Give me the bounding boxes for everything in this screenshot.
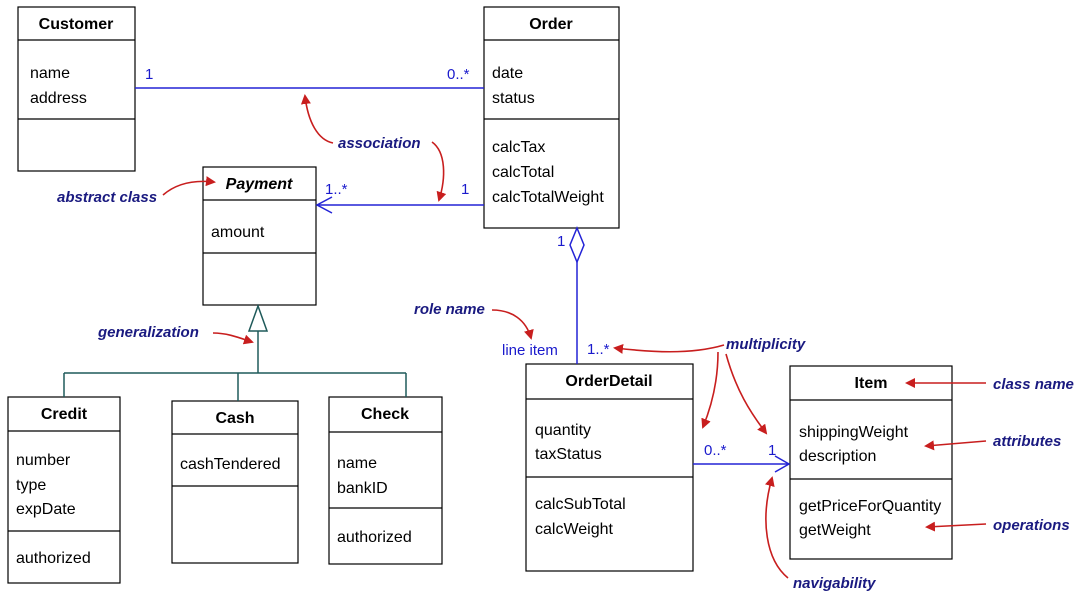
attribute-amount: amount — [211, 224, 265, 241]
arrow-navigability — [764, 476, 789, 579]
attribute-type: type — [16, 477, 46, 494]
role-name-line-item: line item — [502, 342, 558, 359]
attribute-description: description — [799, 448, 876, 465]
class-name-cash: Cash — [215, 410, 254, 427]
operation-getweight: getWeight — [799, 522, 871, 539]
attribute-status: status — [492, 90, 535, 107]
operation-calctotalweight: calcTotalWeight — [492, 189, 604, 206]
annotation-generalization: generalization — [97, 324, 199, 341]
attribute-quantity: quantity — [535, 422, 591, 439]
attribute-cashtendered: cashTendered — [180, 456, 281, 473]
attribute-bankid: bankID — [337, 480, 388, 497]
attribute-shippingweight: shippingWeight — [799, 424, 909, 441]
multiplicity-orderdetail: 1..* — [587, 341, 610, 358]
arrow-multiplicity-3 — [725, 353, 768, 435]
class-name-orderdetail: OrderDetail — [565, 373, 652, 390]
class-name-customer: Customer — [39, 16, 114, 33]
operation-calcsubtotal: calcSubTotal — [535, 496, 626, 513]
class-name-item: Item — [855, 375, 888, 392]
annotation-arrows — [162, 94, 987, 579]
operation-calctax: calcTax — [492, 139, 545, 156]
attribute-taxstatus: taxStatus — [535, 446, 602, 463]
multiplicity-payment: 1..* — [325, 181, 348, 198]
annotation-role-name: role name — [414, 301, 485, 318]
class-customer[interactable]: Customer name address — [17, 6, 136, 172]
attribute-number: number — [16, 452, 71, 469]
attribute-expdate: expDate — [16, 501, 76, 518]
multiplicity-order-from-customer: 0..* — [447, 66, 470, 83]
class-credit[interactable]: Credit number type expDate authorized — [7, 396, 121, 584]
attribute-name: name — [337, 455, 377, 472]
attribute-date: date — [492, 65, 523, 82]
arrow-multiplicity-2 — [701, 351, 719, 429]
class-name-order: Order — [529, 16, 573, 33]
operation-calctotal: calcTotal — [492, 164, 554, 181]
attribute-address: address — [30, 90, 87, 107]
class-orderdetail[interactable]: OrderDetail quantity taxStatus calcSubTo… — [525, 363, 694, 572]
association-order-payment[interactable] — [315, 196, 484, 214]
class-name-credit: Credit — [41, 406, 88, 423]
aggregation-order-orderdetail[interactable] — [569, 226, 585, 364]
operation-authorized: authorized — [16, 550, 91, 567]
class-item[interactable]: Item shippingWeight description getPrice… — [789, 365, 953, 560]
operation-getpriceforquantity: getPriceForQuantity — [799, 498, 941, 515]
arrow-operations — [925, 521, 987, 532]
arrow-role-name — [491, 309, 534, 340]
class-order[interactable]: Order date status calcTax calcTotal calc… — [483, 6, 620, 229]
annotation-abstract-class: abstract class — [57, 189, 157, 206]
class-check[interactable]: Check name bankID authorized — [328, 396, 443, 565]
arrow-attributes — [924, 440, 987, 451]
annotation-association: association — [338, 135, 421, 152]
class-name-payment: Payment — [226, 176, 293, 193]
multiplicity-order-aggregate: 1 — [557, 233, 565, 250]
generalization-payment[interactable] — [63, 303, 407, 401]
arrow-multiplicity-1 — [613, 343, 725, 354]
attribute-name: name — [30, 65, 70, 82]
multiplicity-order-to-payment: 1 — [461, 181, 469, 198]
multiplicity-customer: 1 — [145, 66, 153, 83]
class-cash[interactable]: Cash cashTendered — [171, 400, 299, 564]
arrow-association-down — [431, 141, 447, 202]
multiplicity-item: 1 — [768, 442, 776, 459]
annotation-multiplicity: multiplicity — [726, 336, 806, 353]
class-payment[interactable]: Payment amount — [202, 166, 317, 306]
association-orderdetail-item[interactable] — [693, 455, 791, 473]
operation-calcweight: calcWeight — [535, 521, 614, 538]
arrow-generalization — [212, 332, 254, 345]
annotation-class-name: class name — [993, 376, 1074, 393]
arrow-abstract-class — [162, 176, 216, 196]
multiplicity-orderdetail-to-item: 0..* — [704, 442, 727, 459]
annotation-attributes: attributes — [993, 433, 1061, 450]
annotation-navigability: navigability — [793, 575, 876, 592]
arrow-association-up — [300, 94, 334, 144]
class-name-check: Check — [361, 406, 409, 423]
annotation-operations: operations — [993, 517, 1070, 534]
operation-authorized: authorized — [337, 529, 412, 546]
